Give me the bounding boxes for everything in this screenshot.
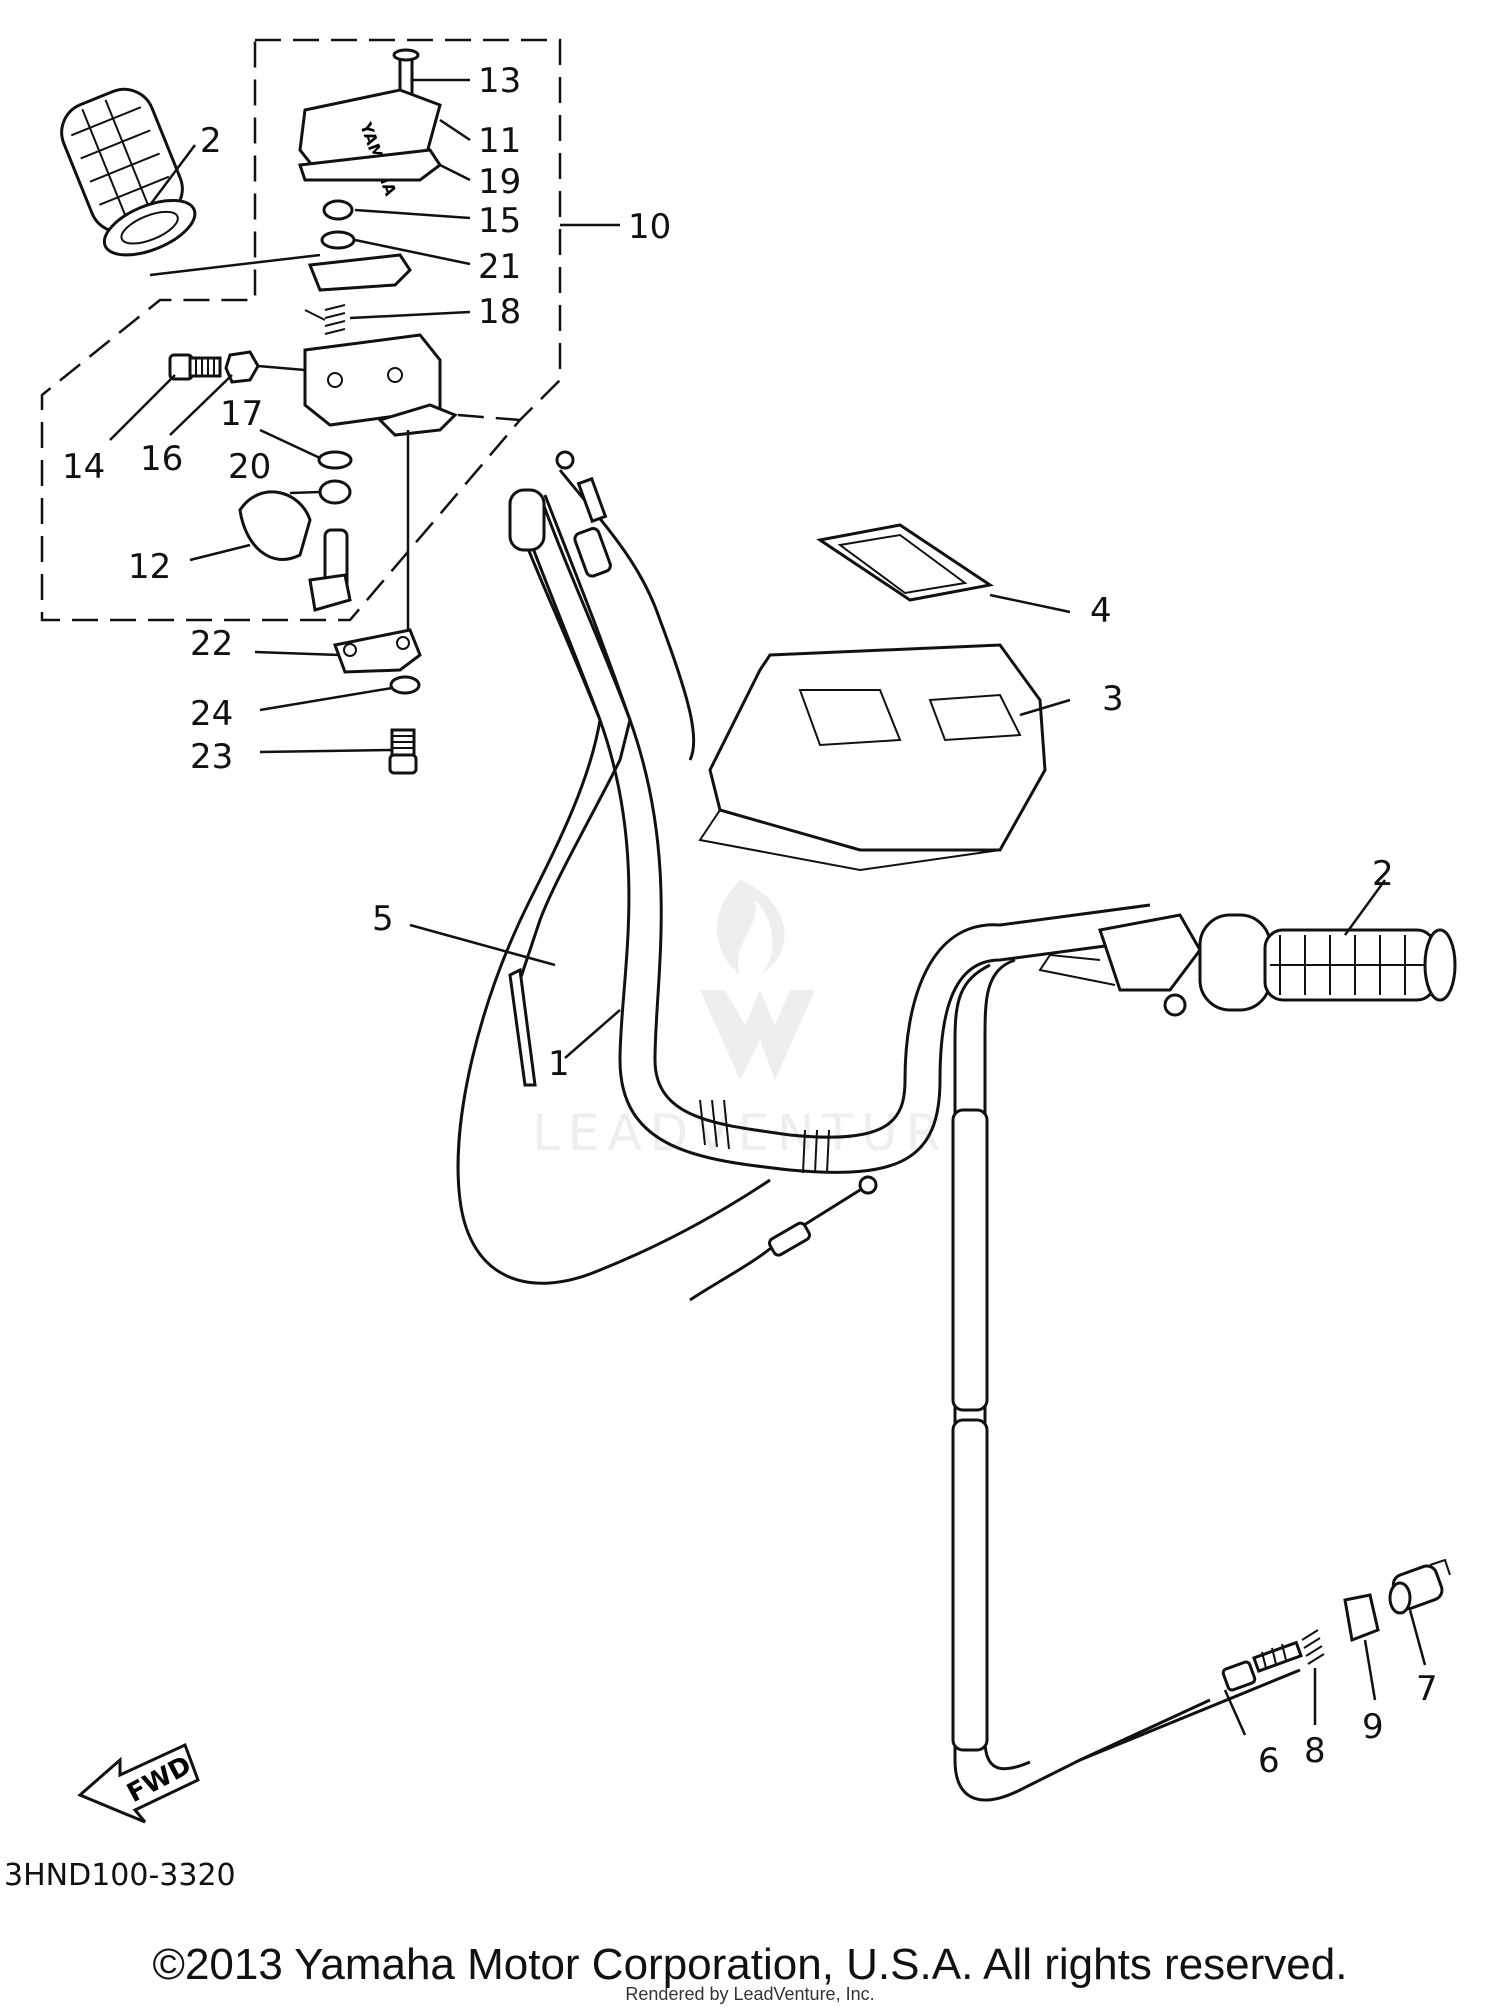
left-grip-link-line — [149, 253, 321, 277]
right-throttle-cable — [953, 963, 1211, 1802]
copyright-notice: ©2013 Yamaha Motor Corporation, U.S.A. A… — [152, 1940, 1348, 1989]
cable-end-fitting-lower — [689, 1175, 878, 1302]
washer-20 — [318, 479, 352, 505]
handlebar-cover — [698, 643, 1047, 872]
callout-22: 22 — [190, 624, 233, 664]
callout-7: 7 — [1416, 1669, 1438, 1709]
callout-10: 10 — [628, 207, 671, 247]
callout-4: 4 — [1090, 591, 1112, 631]
assembly-outline-10 — [40, 38, 562, 622]
rendered-by-notice: Rendered by LeadVenture, Inc. — [625, 1984, 875, 2004]
callout-13: 13 — [478, 61, 521, 101]
left-grip — [60, 87, 197, 257]
callout-5: 5 — [372, 899, 394, 939]
throttle-housing — [303, 333, 458, 437]
cap-7 — [1388, 1558, 1451, 1615]
callout-1: 1 — [548, 1044, 570, 1084]
callout-17: 17 — [220, 394, 263, 434]
bolt-14-nut-16 — [168, 350, 306, 384]
callout-24: 24 — [190, 694, 233, 734]
callout-2-left: 2 — [200, 121, 222, 161]
callout-9: 9 — [1362, 1707, 1384, 1747]
cable-adjuster-6 — [1079, 1640, 1303, 1762]
callout-8: 8 — [1304, 1731, 1326, 1771]
callout-12: 12 — [128, 547, 171, 587]
callout-18: 18 — [478, 292, 521, 332]
callout-3: 3 — [1102, 679, 1124, 719]
callout-14: 14 — [62, 447, 105, 487]
callout-6: 6 — [1258, 1741, 1280, 1781]
washer-24 — [389, 675, 421, 695]
cap-9 — [1343, 1593, 1380, 1643]
diagram-code: 3HND100-3320 — [4, 1858, 236, 1893]
throttle-internals — [304, 199, 412, 335]
fwd-arrow-icon: FWD — [77, 1742, 200, 1824]
callout-11: 11 — [478, 121, 521, 161]
leader-lines — [109, 78, 1427, 1736]
cable-adjuster-top — [555, 450, 612, 578]
callout-20: 20 — [228, 447, 271, 487]
washer-17 — [317, 450, 353, 470]
cable-sleeve-5 — [508, 488, 546, 552]
callout-23: 23 — [190, 737, 233, 777]
cable-sleeve-right-lower — [951, 1418, 989, 1752]
cable-sleeve-right-upper — [951, 1108, 989, 1412]
callout-19: 19 — [478, 162, 521, 202]
throttle-cable — [456, 499, 771, 1285]
throttle-lever — [238, 490, 352, 612]
throttle-cover: YAMAHA — [297, 48, 443, 199]
callout-16: 16 — [140, 439, 183, 479]
callout-15: 15 — [478, 201, 521, 241]
gasket-4 — [816, 523, 994, 602]
spring-8 — [1301, 1629, 1325, 1665]
bolt-23 — [388, 728, 418, 775]
watermark-logo: LEADVENTURE — [532, 880, 988, 1162]
clamp-22 — [332, 628, 422, 674]
callout-2-right: 2 — [1372, 854, 1394, 894]
watermark-text: LEADVENTURE — [532, 1104, 988, 1162]
right-grip — [1038, 913, 1457, 1017]
callout-21: 21 — [478, 247, 521, 287]
